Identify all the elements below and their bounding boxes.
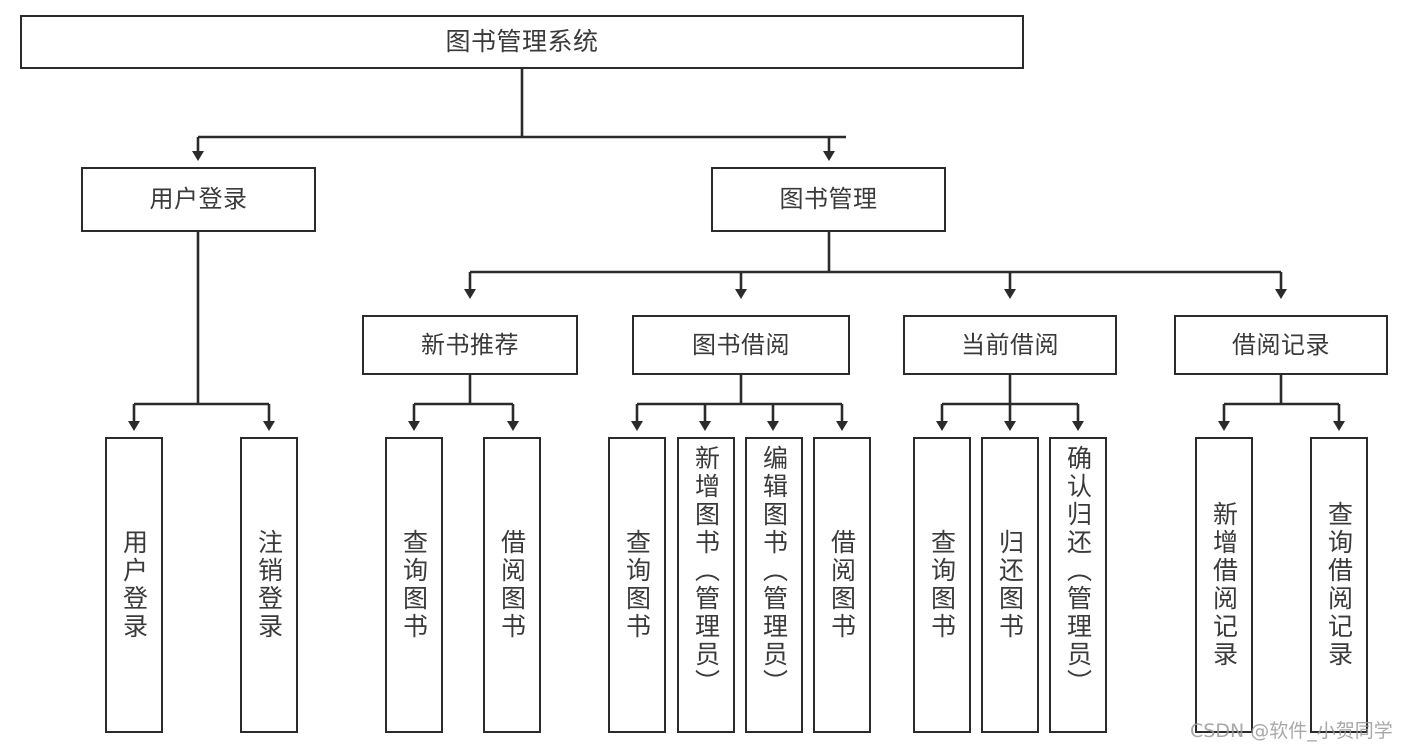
node-book-borrow-label: 图书借阅 (692, 330, 790, 359)
leaf-bb-borrow-book[interactable]: 借阅图书 (813, 437, 871, 733)
leaf-user-login[interactable]: 用户登录 (105, 437, 163, 733)
node-book-management[interactable]: 图书管理 (711, 167, 946, 232)
leaf-bb-add-book-admin-label: 新增图书（管理员） (691, 445, 721, 697)
leaf-user-login-label: 用户登录 (119, 529, 149, 641)
leaf-cb-query-book[interactable]: 查询图书 (913, 437, 971, 733)
leaf-br-query-record[interactable]: 查询借阅记录 (1310, 437, 1368, 733)
node-borrow-record[interactable]: 借阅记录 (1174, 315, 1388, 375)
node-user-login[interactable]: 用户登录 (81, 167, 316, 232)
node-new-book-recommend-label: 新书推荐 (421, 330, 519, 359)
node-current-borrow-label: 当前借阅 (961, 330, 1059, 359)
node-user-login-label: 用户登录 (149, 185, 248, 214)
leaf-nb-query-book[interactable]: 查询图书 (385, 437, 443, 733)
leaf-br-query-record-label: 查询借阅记录 (1324, 501, 1354, 669)
node-borrow-record-label: 借阅记录 (1232, 330, 1330, 359)
node-root-system-label: 图书管理系统 (445, 27, 599, 57)
leaf-logout[interactable]: 注销登录 (240, 437, 298, 733)
node-new-book-recommend[interactable]: 新书推荐 (362, 315, 578, 375)
leaf-cb-return-book-label: 归还图书 (995, 529, 1025, 641)
leaf-bb-edit-book-admin-label: 编辑图书（管理员） (759, 445, 789, 697)
leaf-bb-query-book-label: 查询图书 (622, 529, 652, 641)
leaf-nb-borrow-book[interactable]: 借阅图书 (483, 437, 541, 733)
node-book-borrow[interactable]: 图书借阅 (632, 315, 850, 375)
leaf-nb-query-book-label: 查询图书 (399, 529, 429, 641)
node-root-system[interactable]: 图书管理系统 (20, 15, 1024, 69)
leaf-bb-edit-book-admin[interactable]: 编辑图书（管理员） (745, 437, 803, 733)
leaf-bb-query-book[interactable]: 查询图书 (608, 437, 666, 733)
leaf-bb-borrow-book-label: 借阅图书 (827, 529, 857, 641)
leaf-cb-confirm-return-admin-label: 确认归还（管理员） (1063, 445, 1093, 697)
leaf-bb-add-book-admin[interactable]: 新增图书（管理员） (677, 437, 735, 733)
node-current-borrow[interactable]: 当前借阅 (903, 315, 1117, 375)
leaf-br-add-record-label: 新增借阅记录 (1209, 501, 1239, 669)
node-book-management-label: 图书管理 (779, 185, 878, 214)
leaf-cb-confirm-return-admin[interactable]: 确认归还（管理员） (1049, 437, 1107, 733)
leaf-nb-borrow-book-label: 借阅图书 (497, 529, 527, 641)
leaf-cb-query-book-label: 查询图书 (927, 529, 957, 641)
leaf-logout-label: 注销登录 (254, 529, 284, 641)
csdn-watermark: CSDN @软件_小贺同学 (1190, 720, 1393, 742)
leaf-br-add-record[interactable]: 新增借阅记录 (1195, 437, 1253, 733)
leaf-cb-return-book[interactable]: 归还图书 (981, 437, 1039, 733)
